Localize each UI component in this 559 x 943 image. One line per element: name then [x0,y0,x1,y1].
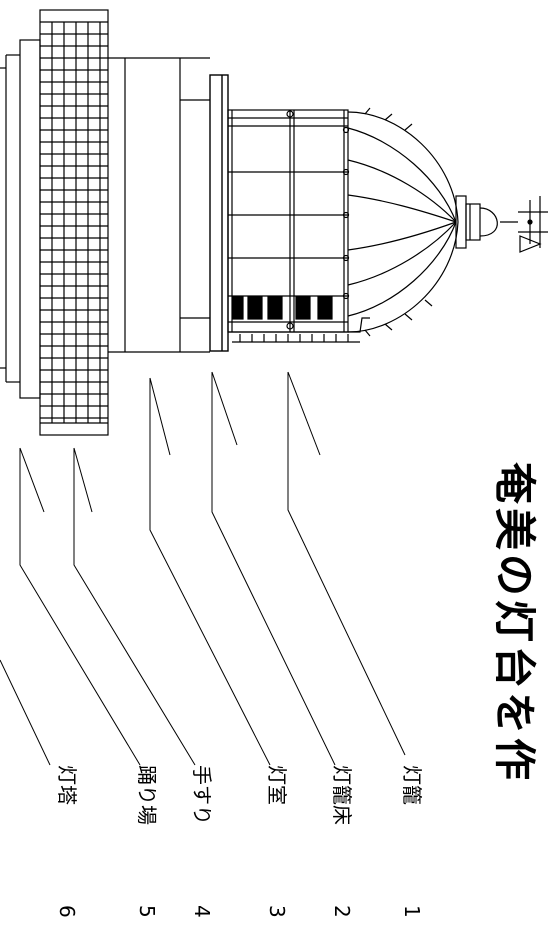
part-label-1: 灯籠 1 [400,765,424,918]
parts-labels: 灯籠 1 灯籠床 2 灯室 3 手すり 4 踊り場 5 灯塔 6 [55,765,424,918]
tower-drawing [0,9,109,436]
part-label-3: 灯室 3 [265,765,289,918]
part-name: 灯塔 [55,765,79,805]
leader-lines [0,371,406,766]
part-number: 3 [265,905,289,918]
part-number: 4 [190,905,214,918]
dome-drawing [347,107,548,337]
part-number: 6 [55,905,79,918]
part-number: 1 [400,905,424,918]
part-name: 灯籠 [400,765,424,805]
lantern-floor-drawing [209,74,229,352]
part-number: 2 [330,905,354,918]
part-label-5: 踊り場 5 [135,765,159,918]
part-label-4: 手すり 4 [190,765,214,918]
part-number: 5 [135,905,159,918]
part-name: 灯室 [265,765,289,805]
part-label-2: 灯籠床 2 [330,765,354,918]
lamp-room-drawing [227,109,370,343]
page-title: 奄美の灯台を作 [490,462,539,784]
part-name: 灯籠床 [330,765,354,825]
title-group: 奄美の灯台を作 [490,462,539,784]
part-label-6: 灯塔 6 [55,765,79,918]
part-name: 踊り場 [135,765,159,825]
part-name: 手すり [190,765,214,825]
walkway-drawing [108,57,210,353]
